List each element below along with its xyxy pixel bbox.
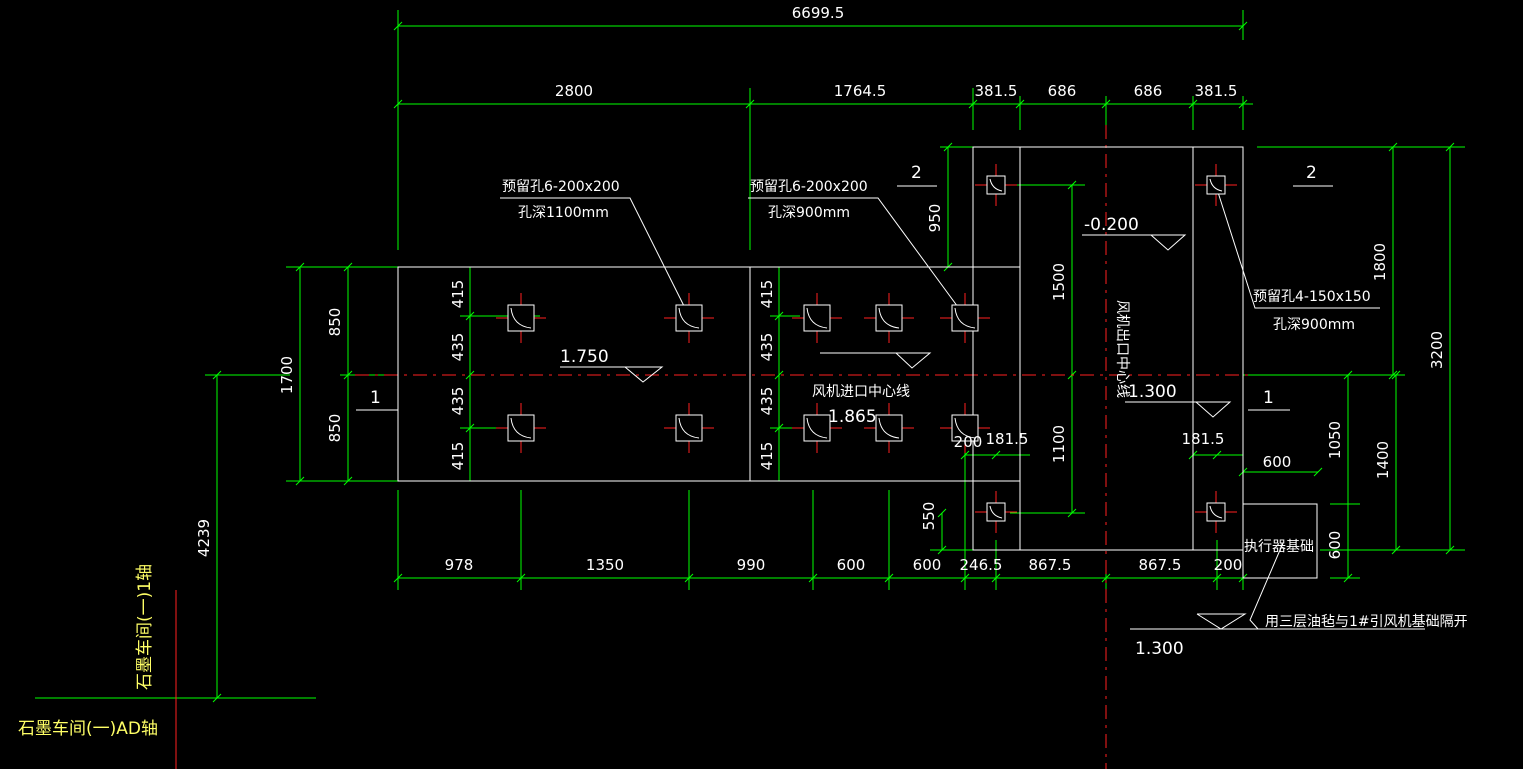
reserved-hole-12 (1195, 164, 1237, 206)
note-hole3-depth: 孔深900mm (1273, 317, 1355, 333)
reserved-hole-9 (864, 403, 914, 453)
dim-1700: 1700 (278, 356, 296, 394)
note-fan-outlet: 风机出口中心线 (1114, 300, 1130, 398)
dim-990: 990 (737, 556, 766, 574)
elevation-1300b: 1.300 (1135, 639, 1184, 659)
section-1-left: 1 (370, 388, 381, 408)
dimension-lines (35, 10, 1465, 703)
dim-950: 950 (926, 204, 944, 233)
reserved-hole-5 (792, 293, 842, 343)
dim-415b: 415 (449, 442, 467, 471)
dim-415d: 415 (758, 442, 776, 471)
reserved-hole-2 (664, 293, 714, 343)
elevation-1750: 1.750 (560, 347, 609, 367)
dim-867a: 867.5 (1029, 556, 1072, 574)
dim-415c: 415 (758, 280, 776, 309)
note-hole3-size: 预留孔4-150x150 (1253, 289, 1371, 305)
note-hole2-depth: 孔深900mm (768, 205, 850, 221)
dim-4239: 4239 (195, 519, 213, 557)
reserved-hole-8 (792, 403, 842, 453)
note-hole1-size: 预留孔6-200x200 (502, 179, 620, 195)
axis-label-ad: 石墨车间(一)AD轴 (18, 719, 158, 739)
dim-978: 978 (445, 556, 474, 574)
reserved-hole-3 (496, 403, 546, 453)
note-isolation: 用三层油毡与1#引风机基础隔开 (1265, 613, 1468, 630)
dim-200a: 200 (954, 433, 983, 451)
dim-246: 246.5 (960, 556, 1003, 574)
dim-181a: 181.5 (986, 430, 1029, 448)
reserved-hole-14 (1195, 491, 1237, 533)
dim-200b: 200 (1214, 556, 1243, 574)
reserved-hole-13 (975, 491, 1017, 533)
note-hole1-depth: 孔深1100mm (518, 205, 609, 221)
dim-600v: 600 (1326, 531, 1344, 560)
reserved-hole-1 (496, 293, 546, 343)
dim-381b: 381.5 (1195, 82, 1238, 100)
dim-867b: 867.5 (1139, 556, 1182, 574)
annotation-texts: 预留孔6-200x200 孔深1100mm 预留孔6-200x200 孔深900… (18, 163, 1468, 739)
dim-381a: 381.5 (975, 82, 1018, 100)
dim-435c: 435 (758, 333, 776, 362)
dim-415a: 415 (449, 280, 467, 309)
section-1-right: 1 (1263, 388, 1274, 408)
center-lines (355, 125, 1250, 769)
elevation-1300a: 1.300 (1128, 382, 1177, 402)
dimension-texts: 6699.5 2800 1764.5 381.5 686 686 381.5 9… (195, 4, 1446, 574)
section-2-right: 2 (1306, 163, 1317, 183)
elevation-m0200: -0.200 (1084, 215, 1139, 235)
dim-1400: 1400 (1374, 441, 1392, 479)
dim-850b: 850 (326, 414, 344, 443)
dim-686b: 686 (1134, 82, 1163, 100)
dim-686a: 686 (1048, 82, 1077, 100)
dim-1800: 1800 (1371, 243, 1389, 281)
dim-1500: 1500 (1050, 263, 1068, 301)
dim-181b: 181.5 (1182, 430, 1225, 448)
dim-435d: 435 (758, 387, 776, 416)
dim-1350: 1350 (586, 556, 624, 574)
dim-435b: 435 (449, 387, 467, 416)
section-2-left: 2 (911, 163, 922, 183)
dim-2800: 2800 (555, 82, 593, 100)
dim-850a: 850 (326, 308, 344, 337)
note-fan-inlet: 风机进口中心线 (812, 384, 910, 400)
note-actuator: 执行器基础 (1244, 538, 1314, 555)
dim-total: 6699.5 (792, 4, 845, 22)
reserved-hole-7 (940, 293, 990, 343)
reserved-hole-6 (864, 293, 914, 343)
axis-label-1: 石墨车间(一)1轴 (135, 564, 155, 690)
note-hole2-size: 预留孔6-200x200 (750, 179, 868, 195)
dim-1764: 1764.5 (834, 82, 887, 100)
dim-3200: 3200 (1428, 331, 1446, 369)
dim-600h: 600 (1263, 453, 1292, 471)
dim-435a: 435 (449, 333, 467, 362)
dim-1050: 1050 (1326, 421, 1344, 459)
dim-600b: 600 (913, 556, 942, 574)
reserved-holes (496, 164, 1237, 533)
reserved-hole-4 (664, 403, 714, 453)
reserved-hole-10 (940, 403, 990, 453)
reserved-hole-11 (975, 164, 1017, 206)
dim-1100: 1100 (1050, 425, 1068, 463)
dim-550: 550 (920, 502, 938, 531)
elevation-1865: 1.865 (828, 407, 877, 427)
foundation-outline (356, 146, 1425, 630)
dim-600a: 600 (837, 556, 866, 574)
